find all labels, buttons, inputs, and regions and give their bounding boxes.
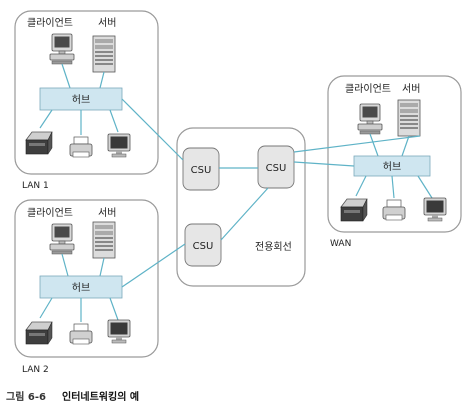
lan1-server-icon — [92, 35, 116, 73]
csu-2: CSU — [257, 145, 295, 189]
wan-server-label: 서버 — [402, 83, 420, 95]
csu-3: CSU — [184, 223, 222, 267]
wan-group: 클라이언트 서버 허브 WAN — [327, 75, 462, 249]
wan-hub-label: 허브 — [383, 161, 401, 173]
wan-server-icon — [397, 99, 421, 137]
lan2-group: 클라이언트 서버 허브 LAN 2 — [14, 199, 159, 375]
wan-label: WAN — [330, 239, 351, 249]
wan-client-computer-icon — [357, 103, 383, 135]
link-csu-wan-hub — [293, 161, 355, 167]
wan-laser-printer-icon — [340, 198, 368, 222]
leased-line-label: 전용회선 — [255, 241, 292, 253]
lan2-hub-label: 허브 — [72, 282, 90, 294]
lan1-group: 클라이언트 서버 허브 LAN 1 — [14, 10, 159, 191]
lan1-server-label: 서버 — [98, 17, 116, 29]
lan2-laser-printer-icon — [25, 321, 53, 345]
link-lan1-csu — [121, 98, 184, 161]
csu-2-label: CSU — [266, 163, 287, 174]
csu-1: CSU — [182, 147, 220, 191]
lan1-client-label: 클라이언트 — [27, 17, 73, 29]
wan-client-label: 클라이언트 — [345, 83, 391, 95]
lan2-client-computer-icon — [49, 223, 75, 255]
csu-1-label: CSU — [191, 165, 212, 176]
lan2-label: LAN 2 — [22, 365, 49, 375]
lan1-laser-printer-icon — [25, 131, 53, 155]
figure-title: 인터네트워킹의 예 — [62, 390, 139, 403]
csu-3-label: CSU — [193, 241, 214, 252]
lan1-label: LAN 1 — [22, 181, 49, 191]
leased-line-group: CSU CSU CSU 전용회선 — [176, 127, 306, 287]
lan2-client-label: 클라이언트 — [27, 207, 73, 219]
lan2-server-label: 서버 — [98, 207, 116, 219]
link-lan2-csu — [121, 243, 186, 288]
lan1-hub-label: 허브 — [72, 94, 90, 106]
link-csu-wan-server — [293, 135, 421, 153]
lan1-client-computer-icon — [49, 33, 75, 65]
lan2-server-icon — [92, 221, 116, 259]
figure-number: 그림 6-6 — [6, 391, 46, 403]
